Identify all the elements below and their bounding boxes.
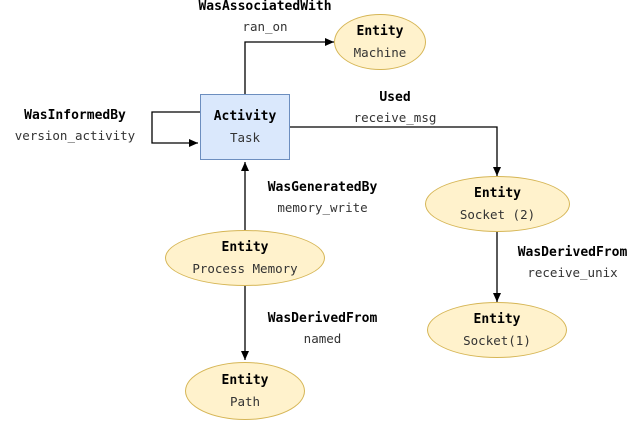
edge-label-was-derived-from-unix: WasDerivedFrom receive_unix	[505, 245, 640, 281]
entity-process-memory-node[interactable]: Entity Process Memory	[165, 230, 325, 286]
edge-used	[290, 126, 501, 176]
node-name-label: Path	[229, 393, 261, 409]
edge-name-label: ran_on	[242, 19, 288, 34]
node-type-label: Entity	[221, 239, 269, 255]
edge-name-label: named	[303, 331, 342, 346]
edge-relation-label: WasGeneratedBy	[267, 180, 378, 195]
entity-socket-1-node[interactable]: Entity Socket(1)	[427, 302, 567, 358]
node-type-label: Entity	[221, 372, 269, 388]
edge-relation-label: WasDerivedFrom	[517, 245, 628, 260]
entity-machine-node[interactable]: Entity Machine	[334, 14, 426, 70]
edge-label-was-informed-by: WasInformedBy version_activity	[0, 108, 150, 144]
node-name-label: Socket (2)	[459, 206, 536, 222]
edge-relation-label: WasDerivedFrom	[267, 311, 378, 326]
entity-socket-2-node[interactable]: Entity Socket (2)	[425, 176, 570, 232]
edge-relation-label: WasAssociatedWith	[198, 0, 332, 14]
edge-label-was-generated-by: WasGeneratedBy memory_write	[250, 180, 395, 216]
edge-was-associated-with	[244, 38, 334, 94]
node-name-label: Socket(1)	[463, 332, 531, 348]
edge-name-label: receive_msg	[353, 110, 437, 125]
node-type-label: Entity	[474, 185, 521, 201]
edge-label-used: Used receive_msg	[340, 90, 450, 126]
activity-task-node[interactable]: Activity Task	[200, 94, 290, 160]
node-name-label: Task	[229, 129, 261, 145]
node-name-label: Process Memory	[192, 260, 298, 276]
edge-relation-label: Used	[379, 90, 411, 105]
edge-was-informed-by	[151, 111, 200, 147]
edge-name-label: memory_write	[277, 200, 368, 215]
edge-name-label: receive_unix	[527, 265, 618, 280]
entity-path-node[interactable]: Entity Path	[185, 362, 305, 420]
edge-label-was-associated-with: WasAssociatedWith ran_on	[175, 0, 355, 35]
edge-label-was-derived-from-named: WasDerivedFrom named	[250, 311, 395, 347]
node-type-label: Entity	[356, 23, 404, 39]
edge-relation-label: WasInformedBy	[24, 108, 126, 123]
node-type-label: Activity	[213, 108, 277, 124]
node-name-label: Machine	[353, 44, 407, 60]
node-type-label: Entity	[473, 311, 521, 327]
edge-name-label: version_activity	[14, 128, 136, 143]
